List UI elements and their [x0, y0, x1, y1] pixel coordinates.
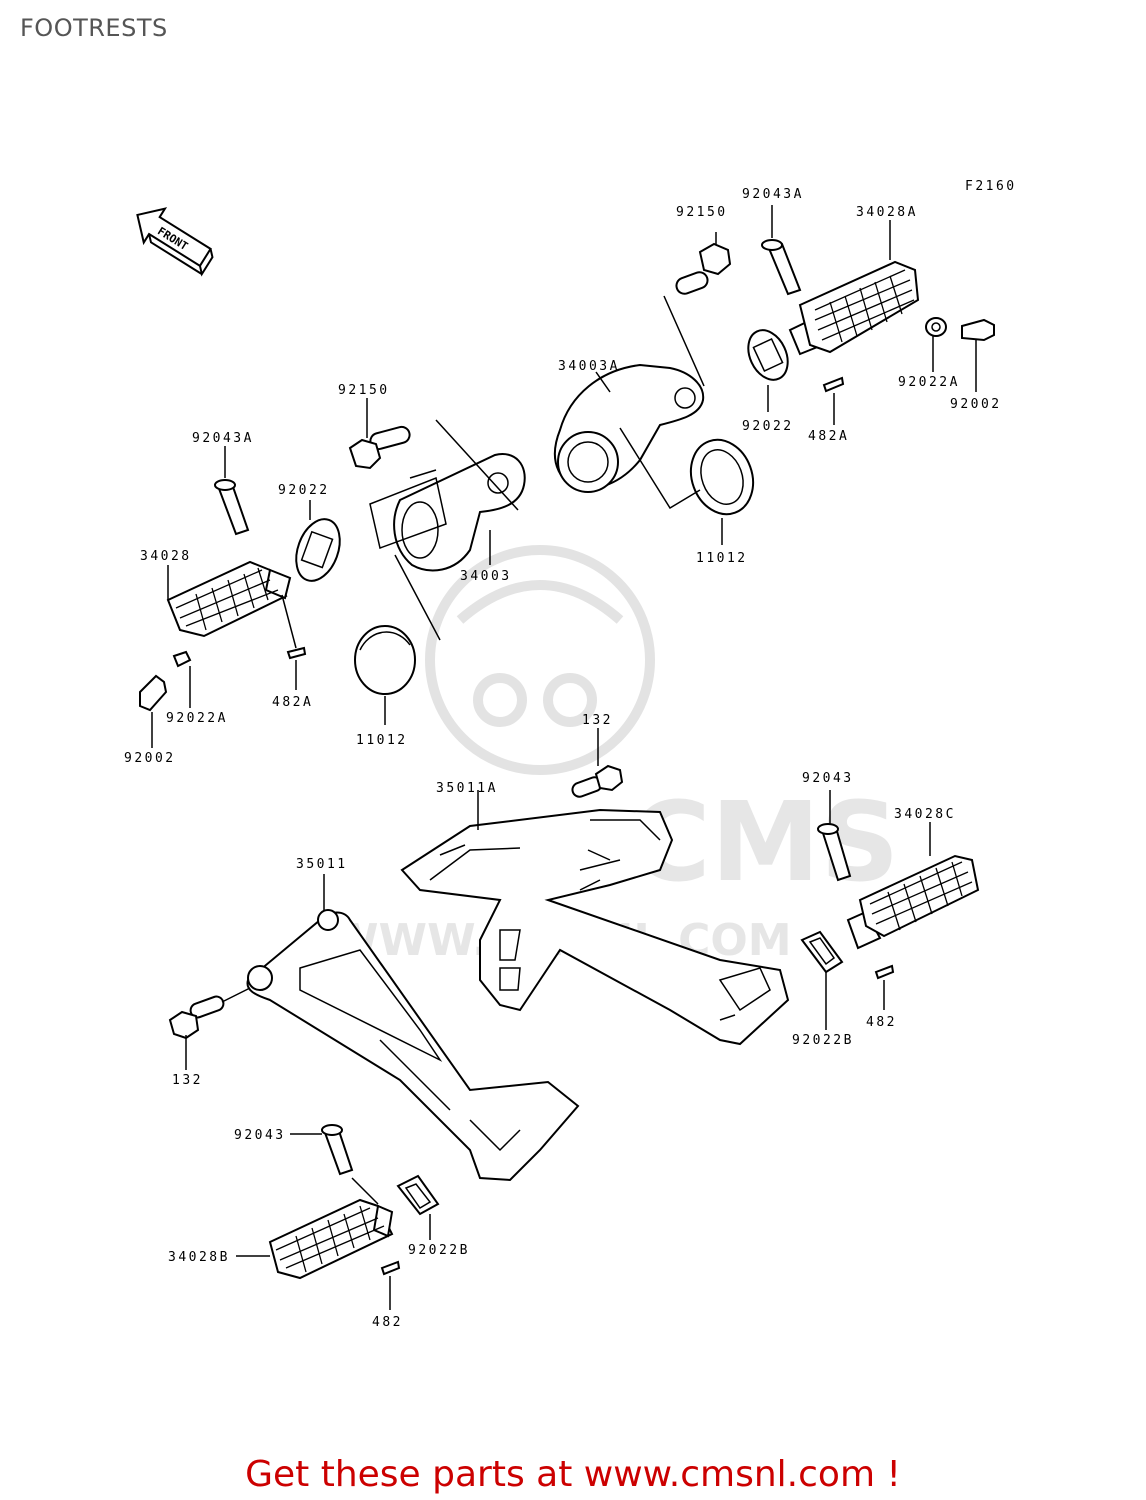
washer-92022B-bottom: [396, 1174, 440, 1216]
promo-link[interactable]: Get these parts at www.cmsnl.com !: [245, 1454, 901, 1495]
clip-482A-right: [822, 376, 845, 393]
label-482-right: 482: [866, 1015, 897, 1030]
clip-482A-left: [286, 646, 307, 660]
label-92150-left: 92150: [338, 383, 390, 398]
bolt-132-left: [168, 995, 225, 1040]
label-92022B-bottom: 92022B: [408, 1243, 470, 1258]
footrests-exploded-diagram: CMS WWW.CMSNL.COM FRONT F2160: [124, 179, 1017, 1330]
label-34028C: 34028C: [894, 807, 956, 822]
label-34028: 34028: [140, 549, 192, 564]
footpeg-34028: [166, 560, 292, 638]
clip-482-right: [874, 964, 895, 980]
label-92043-right: 92043: [802, 771, 854, 786]
bolt-92150-left: [348, 425, 411, 470]
bracket-35011: [246, 909, 580, 1182]
label-92022B-right: 92022B: [792, 1033, 854, 1048]
label-35011: 35011: [296, 857, 348, 872]
label-34003: 34003: [460, 569, 512, 584]
clip-482-bottom: [380, 1260, 401, 1276]
label-92043A-top: 92043A: [742, 187, 804, 202]
figure-code: F2160: [965, 179, 1017, 194]
label-482-bottom: 482: [372, 1315, 403, 1330]
label-11012-right: 11012: [696, 551, 748, 566]
label-92022-right: 92022: [742, 419, 794, 434]
footpeg-34028B: [268, 1198, 394, 1280]
page-title: FOOTRESTS: [20, 14, 168, 42]
bolt-132-top: [571, 764, 624, 798]
label-132-top: 132: [582, 713, 613, 728]
label-92043A-left: 92043A: [192, 431, 254, 446]
label-92022A-right: 92022A: [898, 375, 960, 390]
bracket-34003A: [553, 363, 705, 493]
cap-11012-left: [354, 625, 416, 695]
label-482A-right: 482A: [808, 429, 849, 444]
washer-92022-left: [295, 518, 341, 582]
label-11012-left: 11012: [356, 733, 408, 748]
washer-92022B-right: [800, 930, 844, 974]
label-92002-right: 92002: [950, 397, 1002, 412]
label-92022-left: 92022: [278, 483, 330, 498]
label-34028B: 34028B: [168, 1250, 230, 1265]
label-92043-bottom: 92043: [234, 1128, 286, 1143]
bolt-92002-left: [139, 674, 168, 712]
label-92002-left: 92002: [124, 751, 176, 766]
label-34003A: 34003A: [558, 359, 620, 374]
pin-92043A-left: [214, 479, 250, 536]
footpeg-34028A: [788, 260, 920, 356]
label-132-left: 132: [172, 1073, 203, 1088]
pin-92043-bottom: [321, 1124, 354, 1176]
cms-watermark: CMS WWW.CMSNL.COM: [330, 545, 899, 966]
pin-92043-right: [817, 823, 852, 882]
label-482A-left: 482A: [272, 695, 313, 710]
front-arrow-icon: FRONT: [136, 207, 214, 277]
washer-92022A-right: [925, 317, 947, 337]
cap-11012-right: [689, 438, 755, 516]
washer-92022-right: [747, 329, 789, 381]
label-35011A: 35011A: [436, 781, 498, 796]
bolt-92002-right: [961, 318, 995, 342]
bracket-35011A: [400, 808, 790, 1046]
label-92022A-left: 92022A: [166, 711, 228, 726]
bolt-92150-right: [675, 242, 732, 295]
bracket-34003: [393, 453, 526, 572]
pin-92043A-right: [761, 239, 802, 296]
label-92150-top: 92150: [676, 205, 728, 220]
watermark-brand: CMS: [630, 778, 899, 906]
washer-92022A-left: [172, 650, 192, 668]
footpeg-34028C: [846, 854, 980, 950]
label-34028A: 34028A: [856, 205, 918, 220]
